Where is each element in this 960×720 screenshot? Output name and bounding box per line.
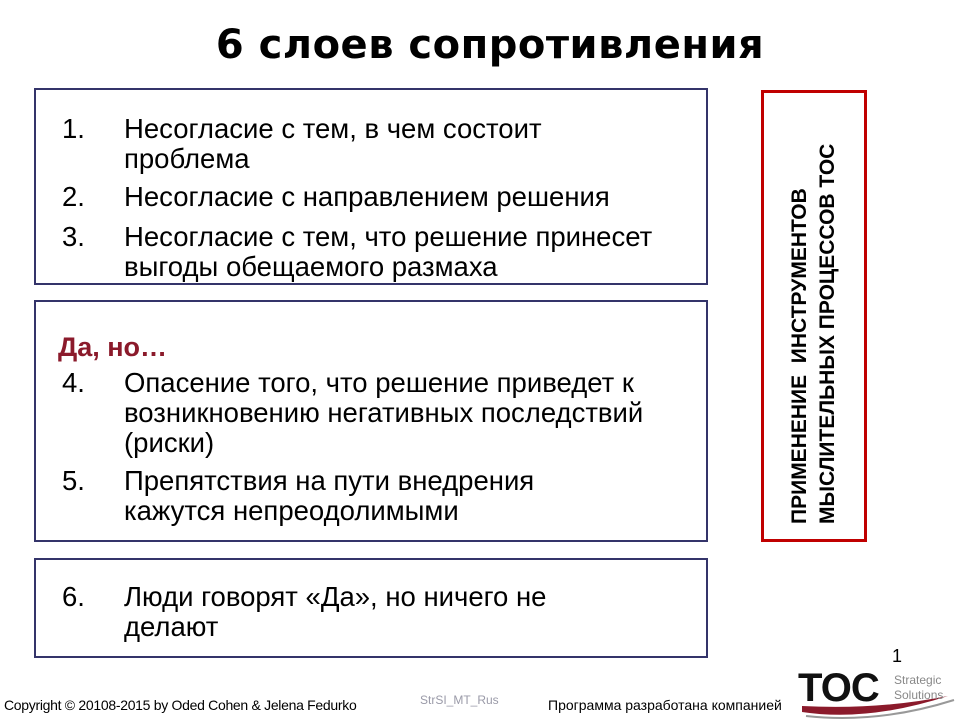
item-number: 5. [62,465,85,496]
side-caption: ПРИМЕНЕНИЕ ИНСТРУМЕНТОВ МЫСЛИТЕЛЬНЫХ ПРО… [786,96,842,536]
item-number: 6. [62,581,85,612]
item-text: Люди говорят «Да», но ничего не делают [124,581,547,642]
side-caption-line2: МЫСЛИТЕЛЬНЫХ ПРОЦЕССОВ TOC [816,143,839,524]
item-number: 3. [62,221,85,252]
program-credit: Программа разработана компанией [548,697,782,713]
box-yes-but: Да, но… 4. Опасение того, что решение при… [34,300,708,542]
logo-sub1: Strategic [894,673,942,687]
page-number: 1 [892,646,903,666]
item-text: Препятствия на пути внедрения кажутся не… [124,465,535,526]
item-number: 4. [62,367,85,398]
copyright: Copyright © 20108-2015 by Oded Cohen & J… [4,697,357,713]
item-number: 1. [62,113,85,144]
item-number: 2. [62,181,85,212]
item-text: Несогласие с направлением решения [124,181,610,212]
yes-but-heading: Да, но… [58,332,168,362]
item-text: Несогласие с тем, что решение принесет в… [124,221,653,282]
toc-logo: TOC Strategic Solutions [798,660,958,720]
side-caption-box: ПРИМЕНЕНИЕ ИНСТРУМЕНТОВ МЫСЛИТЕЛЬНЫХ ПРО… [761,90,867,542]
logo-main: TOC [798,666,880,710]
box-no-action: 6. Люди говорят «Да», но ничего не делают [34,558,708,658]
logo-sub2: Solutions [894,688,944,702]
item-text: Опасение того, что решение приведет к во… [124,367,644,458]
item-text: Несогласие с тем, в чем состоит проблема [124,113,542,174]
side-caption-line1: ПРИМЕНЕНИЕ ИНСТРУМЕНТОВ [788,188,811,524]
logo-swoosh-icon [802,696,955,719]
box-disagreement: 1. Несогласие с тем, в чем состоит пробле… [34,88,708,285]
slide-code: StrSI_MT_Rus [420,693,499,707]
slide-title: 6 слоев сопротивления [215,22,765,68]
